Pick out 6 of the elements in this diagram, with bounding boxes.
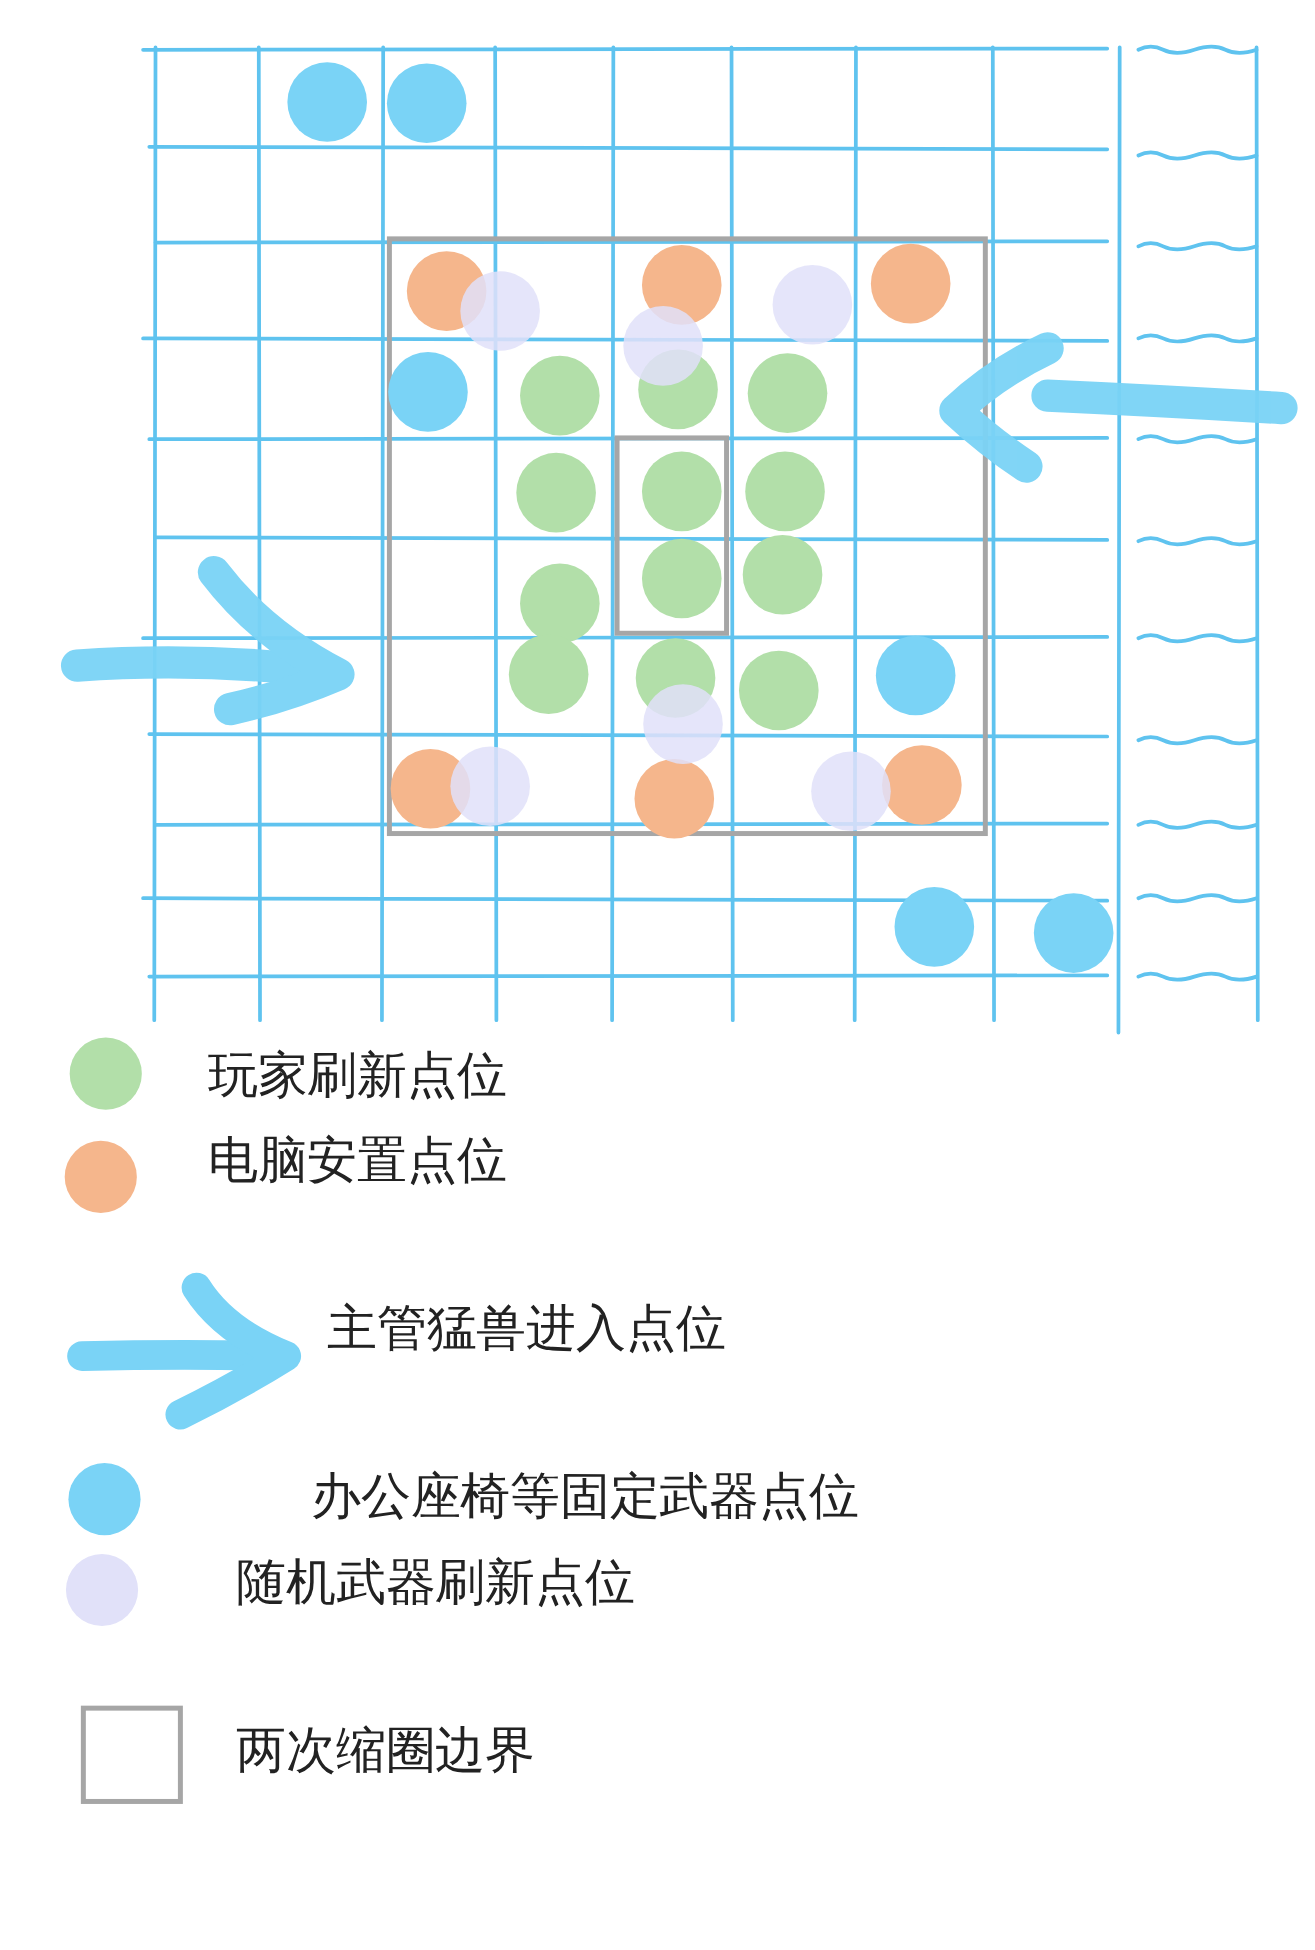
legend-label: 主管猛兽进入点位 (327, 1297, 726, 1358)
legend-label: 办公座椅等固定武器点位 (311, 1465, 859, 1526)
legend-label: 随机武器刷新点位 (236, 1551, 635, 1612)
legend-label: 电脑安置点位 (207, 1129, 507, 1190)
legend-label: 玩家刷新点位 (207, 1045, 507, 1105)
legend-label: 两次缩圈边界 (236, 1719, 535, 1780)
